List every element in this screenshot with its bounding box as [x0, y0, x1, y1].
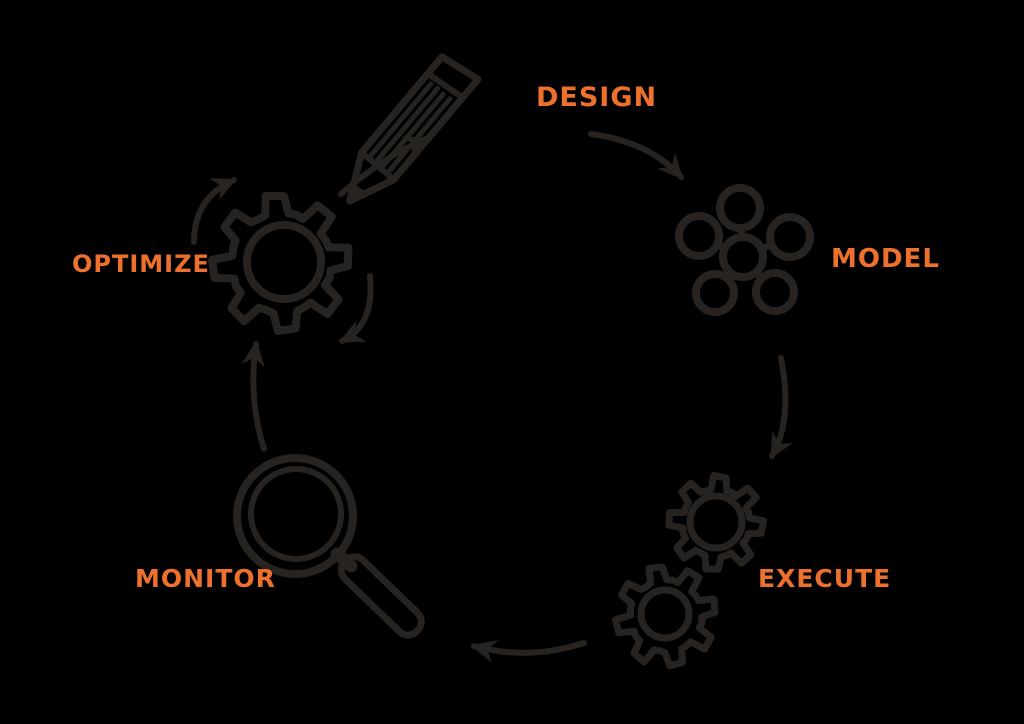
- arrow-execute-to-monitor: [470, 640, 587, 663]
- rotation-arrow-lower: [338, 273, 374, 344]
- arrow-model-to-execute: [769, 355, 793, 459]
- stage-label-monitor: MONITOR: [135, 564, 276, 593]
- stage-label-model: MODEL: [831, 244, 940, 274]
- rotation-arrow-upper: [191, 177, 238, 245]
- arrow-design-to-model: [588, 131, 684, 180]
- stage-label-design: DESIGN: [536, 82, 658, 113]
- molecule-icon: [675, 184, 814, 316]
- pencil-icon: [346, 53, 482, 205]
- arrow-monitor-to-optimize: [241, 340, 267, 452]
- arrow-optimize-to-design: [338, 136, 430, 197]
- gears-icon: [611, 471, 768, 670]
- gear-rotation-icon: [191, 177, 374, 344]
- stage-label-optimize: OPTIMIZE: [72, 250, 210, 278]
- stage-label-execute: EXECUTE: [758, 564, 892, 593]
- magnifier-icon: [233, 454, 425, 639]
